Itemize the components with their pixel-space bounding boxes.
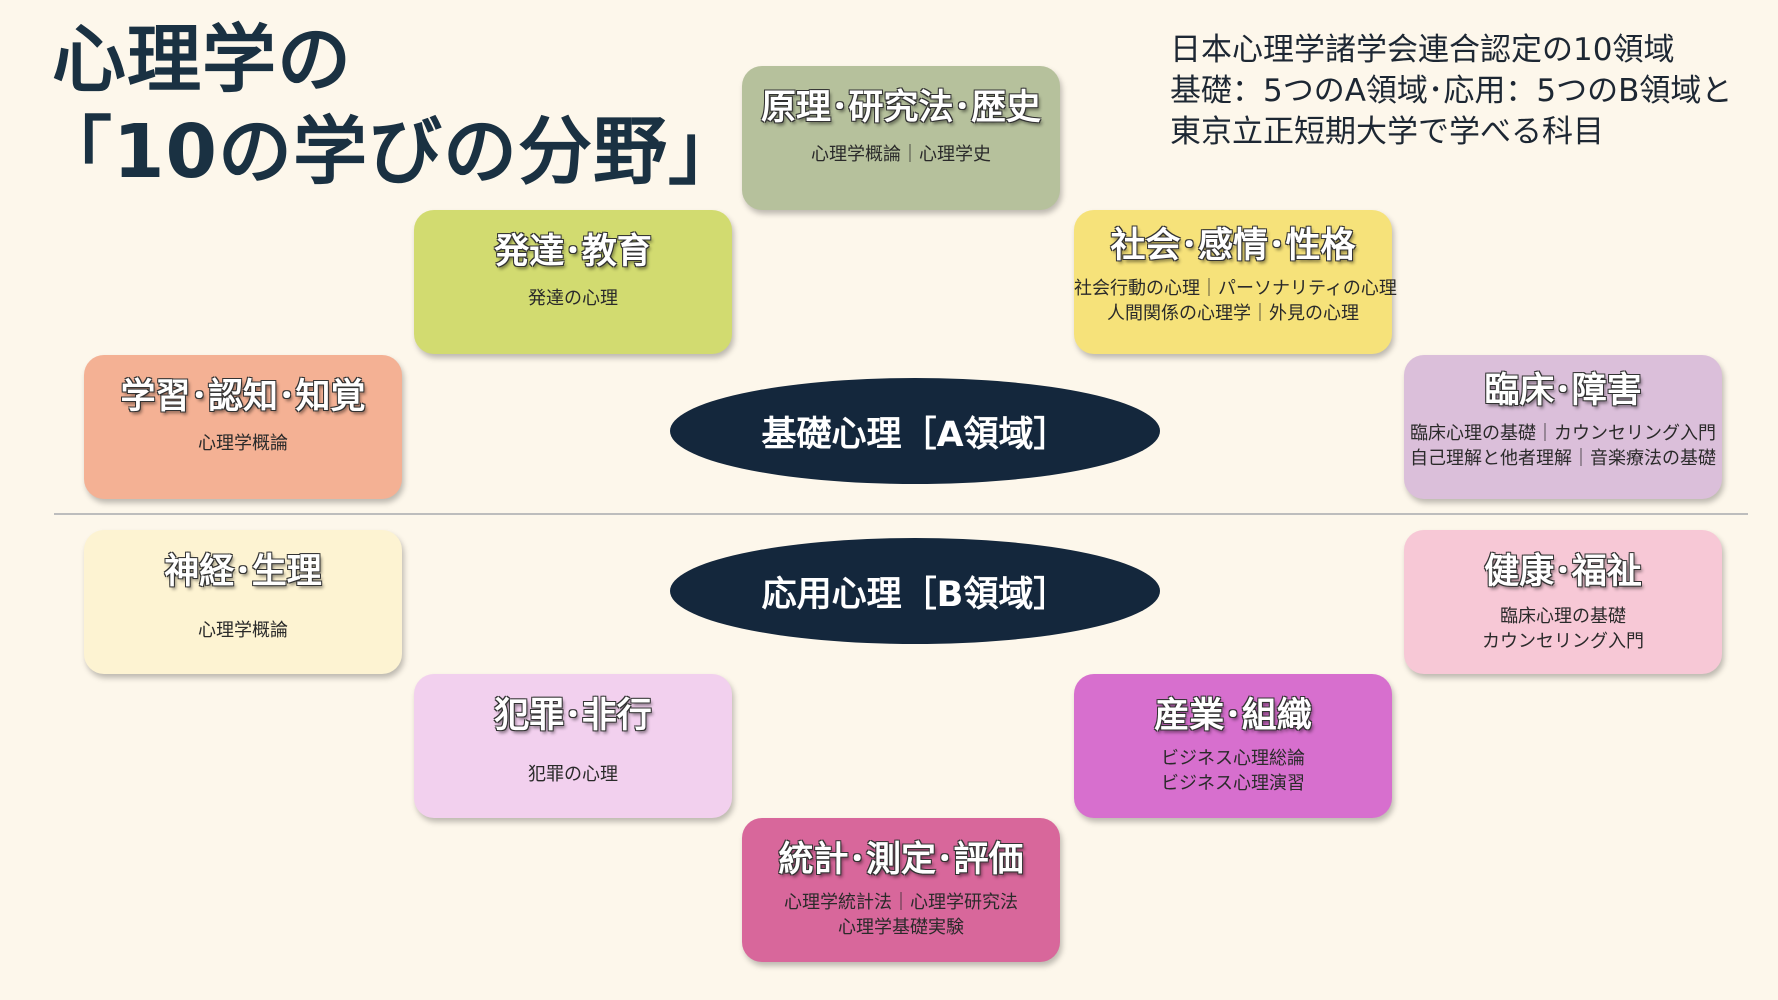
field-subjects-clinical: 臨床心理の基礎｜カウンセリング入門 自己理解と他者理解｜音楽療法の基礎 <box>1404 421 1722 471</box>
field-subject-clinical-1: 臨床心理の基礎｜カウンセリング入門 <box>1410 423 1716 444</box>
field-title-industry: 産業･組織 <box>1154 696 1312 736</box>
field-box-health: 健康･福祉 臨床心理の基礎 カウンセリング入門 <box>1404 530 1722 674</box>
field-subjects-crime: 犯罪の心理 <box>414 762 732 787</box>
applied-psychology-ellipse: 応用心理［B領域］ <box>670 538 1160 644</box>
field-box-statistics: 統計･測定･評価 心理学統計法｜心理学研究法 心理学基礎実験 <box>742 818 1060 962</box>
field-subjects-development: 発達の心理 <box>414 286 732 311</box>
field-title-neuro: 神経･生理 <box>164 552 322 592</box>
field-subject-principles-1: 心理学概論｜心理学史 <box>811 144 991 165</box>
field-box-neuro: 神経･生理 心理学概論 <box>84 530 402 674</box>
page-title: 心理学の 「10の学びの分野」 <box>38 14 743 198</box>
description: 日本心理学諸学会連合認定の10領域 基礎：5つのA領域･応用：5つのB領域と 東… <box>1170 30 1732 153</box>
field-subject-crime-1: 犯罪の心理 <box>528 764 618 785</box>
field-box-development: 発達･教育 発達の心理 <box>414 210 732 354</box>
description-line2: 基礎：5つのA領域･応用：5つのB領域と <box>1170 73 1733 109</box>
field-subject-health-1: 臨床心理の基礎 <box>1500 606 1626 627</box>
field-subject-health-2: カウンセリング入門 <box>1482 631 1644 652</box>
field-subject-neuro-1: 心理学概論 <box>198 620 288 641</box>
field-title-clinical: 臨床･障害 <box>1484 371 1642 411</box>
page-title-line2: 「10の学びの分野」 <box>38 109 743 195</box>
field-title-health: 健康･福祉 <box>1484 552 1642 592</box>
field-title-statistics: 統計･測定･評価 <box>778 840 1024 880</box>
field-subject-clinical-2: 自己理解と他者理解｜音楽療法の基礎 <box>1410 448 1716 469</box>
field-box-principles: 原理･研究法･歴史 心理学概論｜心理学史 <box>742 66 1060 210</box>
field-title-principles: 原理･研究法･歴史 <box>760 88 1041 128</box>
field-subjects-principles: 心理学概論｜心理学史 <box>742 142 1060 167</box>
field-subject-development-1: 発達の心理 <box>528 288 618 309</box>
divider-line <box>54 513 1748 515</box>
field-box-learning: 学習･認知･知覚 心理学概論 <box>84 355 402 499</box>
field-subjects-neuro: 心理学概論 <box>84 618 402 643</box>
field-title-social: 社会･感情･性格 <box>1110 226 1356 266</box>
field-subject-industry-2: ビジネス心理演習 <box>1161 773 1305 794</box>
field-subjects-industry: ビジネス心理総論 ビジネス心理演習 <box>1074 746 1392 796</box>
field-box-clinical: 臨床･障害 臨床心理の基礎｜カウンセリング入門 自己理解と他者理解｜音楽療法の基… <box>1404 355 1722 499</box>
field-subject-learning-1: 心理学概論 <box>198 433 288 454</box>
applied-psychology-label: 応用心理［B領域］ <box>761 574 1069 615</box>
basic-psychology-label: 基礎心理［A領域］ <box>761 414 1069 455</box>
field-title-learning: 学習･認知･知覚 <box>120 377 366 417</box>
description-line3: 東京立正短期大学で学べる科目 <box>1170 114 1604 150</box>
page-title-line1: 心理学の <box>52 17 352 103</box>
description-line1: 日本心理学諸学会連合認定の10領域 <box>1170 32 1675 68</box>
field-subjects-learning: 心理学概論 <box>84 431 402 456</box>
field-subject-social-2: 人間関係の心理学｜外見の心理 <box>1107 303 1359 324</box>
field-title-crime: 犯罪･非行 <box>494 696 652 736</box>
field-title-development: 発達･教育 <box>494 232 652 272</box>
field-subjects-social: 社会行動の心理｜パーソナリティの心理 人間関係の心理学｜外見の心理 <box>1074 276 1397 326</box>
basic-psychology-ellipse: 基礎心理［A領域］ <box>670 378 1160 484</box>
field-subject-statistics-2: 心理学基礎実験 <box>838 917 964 938</box>
field-subjects-statistics: 心理学統計法｜心理学研究法 心理学基礎実験 <box>742 890 1060 940</box>
field-subject-social-1: 社会行動の心理｜パーソナリティの心理 <box>1074 278 1397 299</box>
field-box-crime: 犯罪･非行 犯罪の心理 <box>414 674 732 818</box>
field-subject-statistics-1: 心理学統計法｜心理学研究法 <box>784 892 1018 913</box>
field-subject-industry-1: ビジネス心理総論 <box>1161 748 1305 769</box>
field-box-social: 社会･感情･性格 社会行動の心理｜パーソナリティの心理 人間関係の心理学｜外見の… <box>1074 210 1397 354</box>
field-box-industry: 産業･組織 ビジネス心理総論 ビジネス心理演習 <box>1074 674 1392 818</box>
field-subjects-health: 臨床心理の基礎 カウンセリング入門 <box>1404 604 1722 654</box>
